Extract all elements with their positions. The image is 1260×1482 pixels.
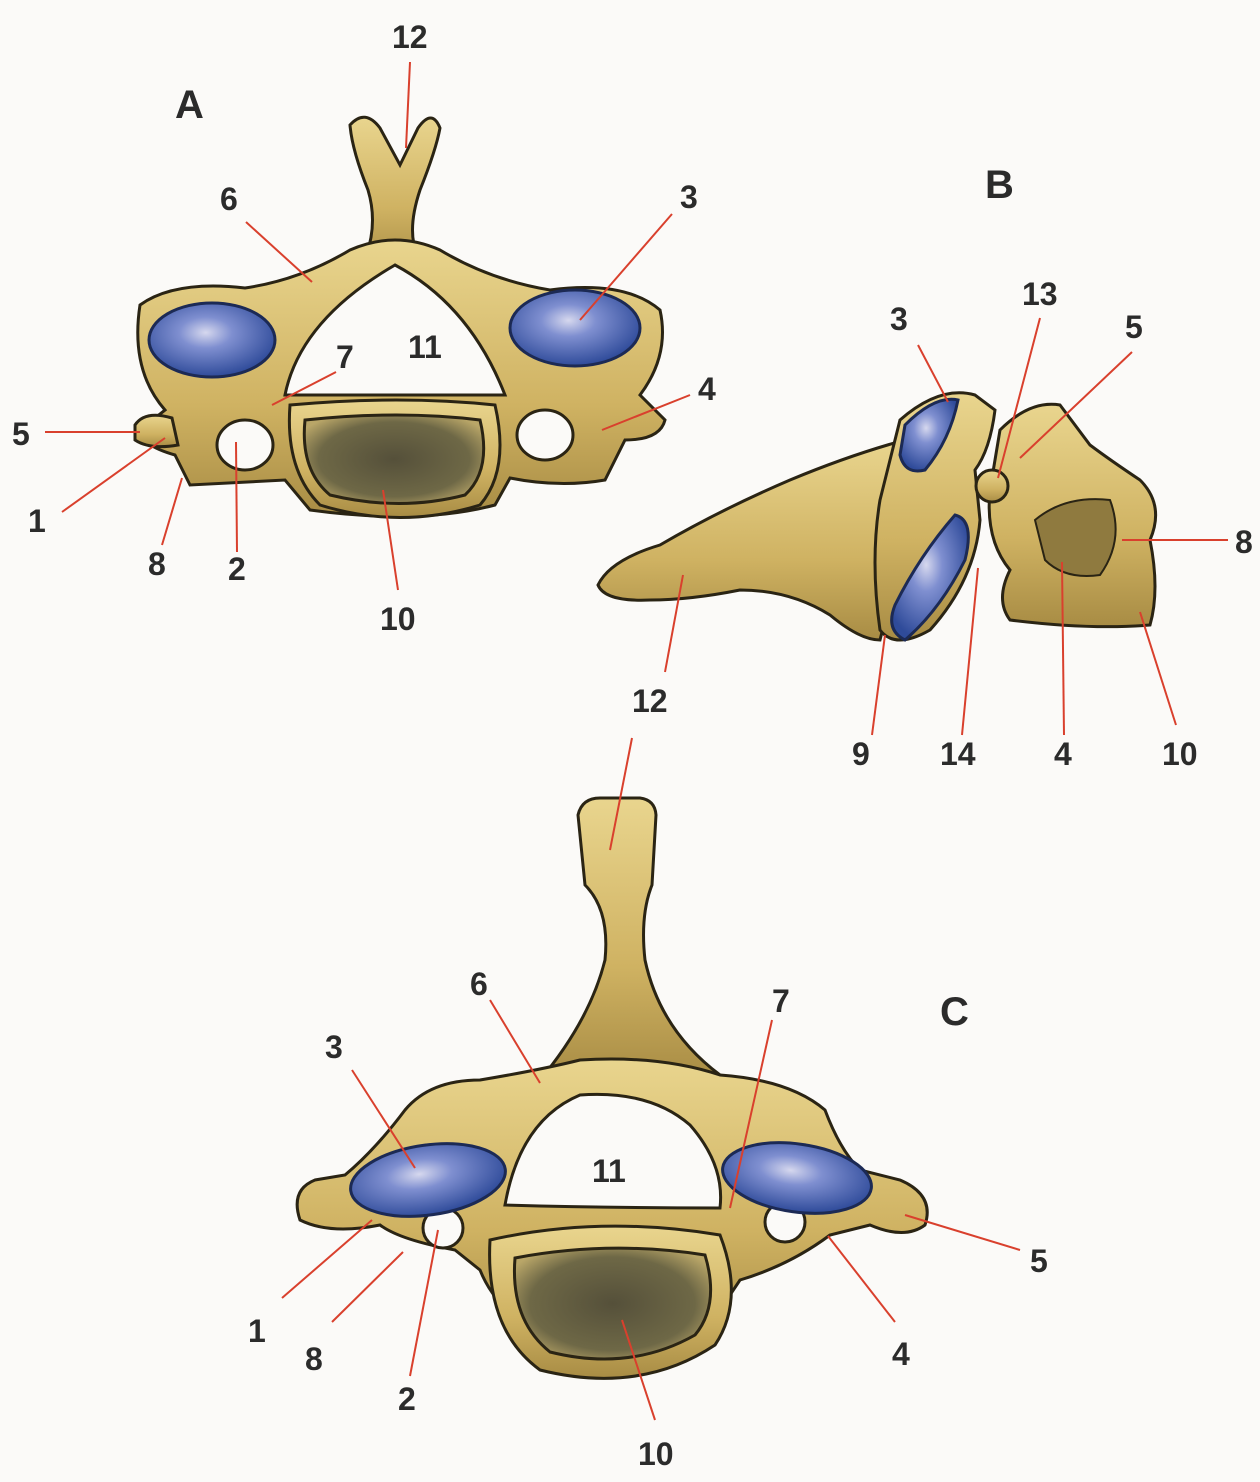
view-a-transverse-foramen-left bbox=[217, 420, 273, 470]
view-a-superior-view: A 12 6 3 11 7 4 5 1 8 2 10 bbox=[12, 19, 716, 637]
view-b-lateral-view: B 3 13 5 8 12 9 14 4 10 bbox=[598, 163, 1253, 772]
view-c-label-1: 1 bbox=[248, 1313, 266, 1349]
view-b-label-5: 5 bbox=[1125, 309, 1143, 345]
view-a-label-5: 5 bbox=[12, 416, 30, 452]
view-a-leader-1 bbox=[62, 438, 165, 512]
view-c-spinous-process-shape bbox=[540, 798, 720, 1080]
view-a-label-11: 11 bbox=[408, 329, 442, 365]
view-c-leader-6 bbox=[490, 1000, 540, 1083]
view-b-panel-label: B bbox=[985, 163, 1014, 207]
view-c-leader-2 bbox=[410, 1230, 438, 1376]
view-a-transverse-foramen-right bbox=[517, 410, 573, 460]
view-c-label-8: 8 bbox=[305, 1341, 323, 1377]
view-a-label-4: 4 bbox=[698, 371, 716, 407]
view-c-panel-label: C bbox=[940, 990, 969, 1034]
view-b-label-8: 8 bbox=[1235, 524, 1253, 560]
view-a-leader-6 bbox=[246, 222, 312, 282]
view-c-leader-4 bbox=[828, 1236, 895, 1322]
view-b-label-12: 12 bbox=[632, 683, 668, 719]
view-a-label-6: 6 bbox=[220, 181, 238, 217]
view-b-label-3: 3 bbox=[890, 301, 908, 337]
view-b-label-4: 4 bbox=[1054, 736, 1072, 772]
view-b-label-10: 10 bbox=[1162, 736, 1198, 772]
view-c-label-3: 3 bbox=[325, 1029, 343, 1065]
view-b-posterior-tubercle bbox=[976, 470, 1008, 502]
view-b-label-13: 13 bbox=[1022, 276, 1058, 312]
view-c-label-7: 7 bbox=[772, 983, 790, 1019]
view-b-label-14: 14 bbox=[940, 736, 976, 772]
view-b-leader-9 bbox=[872, 635, 885, 735]
view-b-leader-14 bbox=[962, 568, 978, 735]
view-a-leader-12 bbox=[406, 62, 410, 148]
view-b-leader-10 bbox=[1140, 612, 1176, 725]
view-a-anterior-tubercle-left bbox=[135, 415, 178, 446]
view-c-label-11: 11 bbox=[592, 1153, 626, 1189]
view-a-label-7: 7 bbox=[336, 339, 354, 375]
view-a-label-2: 2 bbox=[228, 551, 246, 587]
view-a-panel-label: A bbox=[175, 83, 204, 127]
view-c-label-5: 5 bbox=[1030, 1243, 1048, 1279]
view-c-label-10: 10 bbox=[638, 1436, 674, 1472]
view-c-leader-1 bbox=[282, 1220, 372, 1298]
view-c-label-2: 2 bbox=[398, 1381, 416, 1417]
view-a-label-8: 8 bbox=[148, 546, 166, 582]
view-c-leader-8 bbox=[332, 1252, 403, 1322]
view-a-label-12: 12 bbox=[392, 19, 428, 55]
view-c-label-4: 4 bbox=[892, 1336, 910, 1372]
view-b-leader-3 bbox=[918, 345, 948, 402]
view-a-facet-right bbox=[510, 290, 640, 366]
view-c-label-6: 6 bbox=[470, 966, 488, 1002]
view-a-label-10: 10 bbox=[380, 601, 416, 637]
view-c-superior-view: C 6 7 3 11 1 8 2 5 4 10 bbox=[248, 738, 1048, 1472]
view-a-facet-left bbox=[149, 303, 275, 377]
view-a-label-1: 1 bbox=[28, 503, 46, 539]
view-a-vertebral-body-surface bbox=[304, 415, 483, 504]
view-a-leader-8 bbox=[162, 478, 182, 545]
view-b-label-9: 9 bbox=[852, 736, 870, 772]
view-c-leader-5 bbox=[905, 1215, 1020, 1250]
view-a-label-3: 3 bbox=[680, 179, 698, 215]
view-a-leader-2 bbox=[236, 442, 237, 552]
view-c-vertebral-body-surface bbox=[514, 1248, 710, 1359]
